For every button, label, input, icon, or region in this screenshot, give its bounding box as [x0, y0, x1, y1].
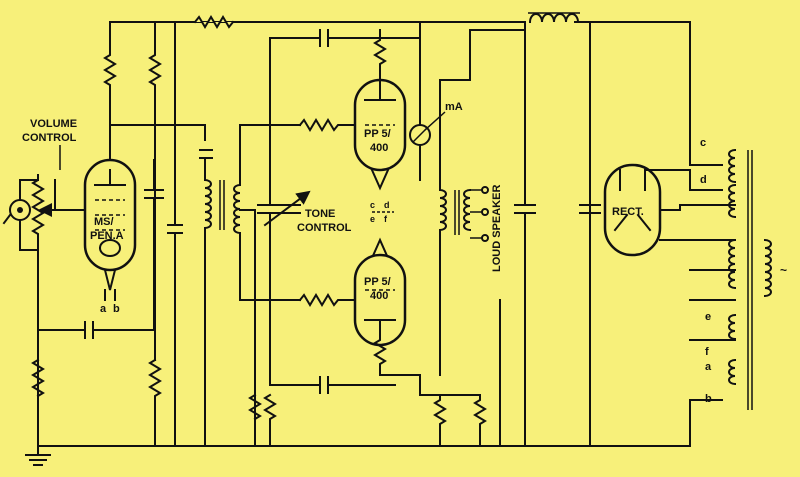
valve2-label-2: 400	[370, 142, 388, 154]
heater-b-label: b	[113, 303, 120, 315]
volume-control-label-2: CONTROL	[22, 132, 77, 144]
ground-icon	[25, 445, 51, 466]
valve1-label-2: PEN.A	[90, 230, 124, 242]
grid-leak-resistor	[31, 358, 45, 398]
output-transformer	[439, 29, 526, 376]
tap-a-label: a	[705, 361, 712, 373]
valve-pp5-400-upper	[353, 29, 407, 172]
mains-symbol: ~	[780, 263, 787, 277]
tone-control	[257, 124, 311, 301]
heater-a-label: a	[100, 303, 107, 315]
valve-ms-pen-a	[83, 158, 137, 272]
heater-c-label: c	[370, 200, 375, 210]
interstage-transformer	[203, 124, 301, 447]
tap-b-label: b	[705, 393, 712, 405]
valve2-label-1: PP 5/	[364, 128, 391, 140]
smoothing-capacitor-1	[514, 21, 536, 447]
rectifier-valve	[603, 163, 723, 257]
loud-speaker-label: LOUD SPEAKER	[491, 185, 503, 272]
coupling-capacitor-left	[84, 321, 94, 339]
tap-c-label: c	[700, 137, 706, 149]
tap-f-label: f	[705, 346, 709, 358]
valve3-label-2: 400	[370, 290, 388, 302]
heater-e-label: e	[370, 214, 375, 224]
tone-control-label-1: TONE	[305, 208, 335, 220]
rectifier-label: RECT.	[612, 206, 644, 218]
valve3-label-1: PP 5/	[364, 276, 391, 288]
hv-rail	[109, 21, 723, 241]
volume-control-potentiometer	[31, 174, 86, 447]
ground-rail	[37, 399, 723, 447]
tone-control-label-2: CONTROL	[297, 222, 352, 234]
tap-d-label: d	[700, 174, 707, 186]
volume-control-label-1: VOLUME	[30, 118, 77, 130]
mains-transformer	[659, 148, 772, 410]
milliammeter	[409, 21, 446, 181]
valve-pp5-400-lower	[353, 253, 421, 376]
heater-f-label: f	[384, 214, 388, 224]
heater-d-label: d	[384, 200, 390, 210]
tap-e-label: e	[705, 311, 711, 323]
valve1-label-1: MS/	[94, 216, 114, 228]
smoothing-choke	[528, 13, 580, 24]
ht-resistor	[193, 15, 235, 29]
milliammeter-label: mA	[445, 101, 463, 113]
smoothing-capacitor-2	[579, 204, 601, 447]
input-jack	[2, 179, 39, 251]
cathode-resistor	[148, 358, 162, 447]
